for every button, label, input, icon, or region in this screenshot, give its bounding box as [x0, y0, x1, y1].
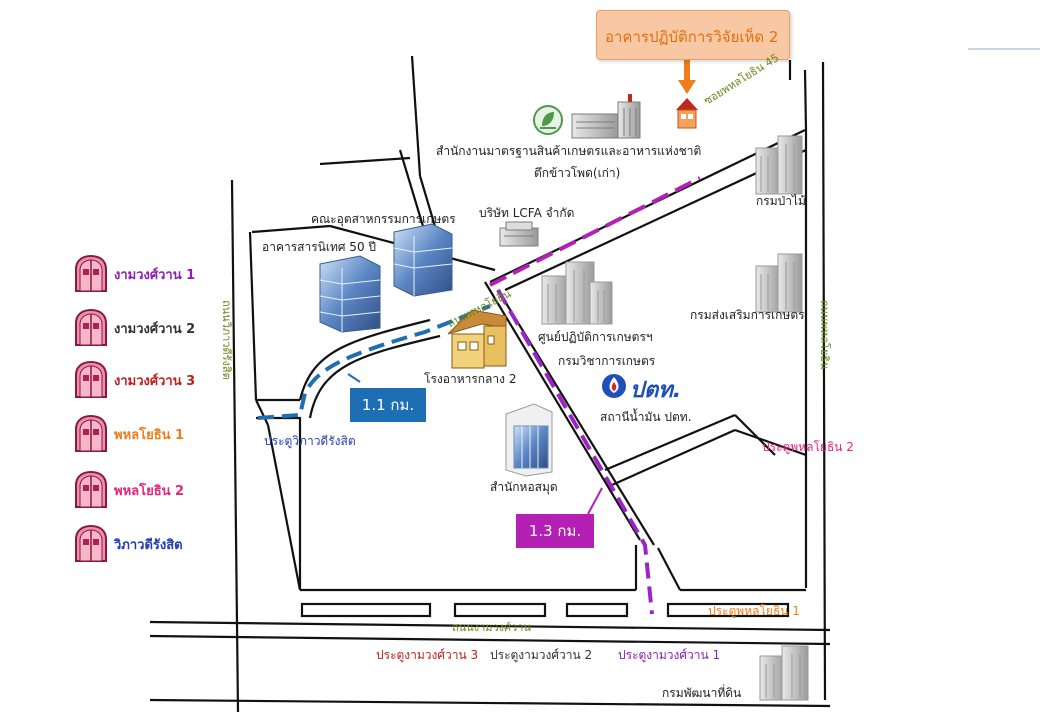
gate-door-icon: [75, 255, 107, 292]
label-sarani: อาคารสารนิเทศ 50 ปี: [262, 240, 377, 254]
sarani-glass-tower-icon: [319, 255, 381, 333]
label-corn: ตึกข้าวโพด(เก่า): [534, 166, 621, 180]
canteen-house-icon: [447, 309, 507, 369]
legend-label: พหลโยธิน 1: [114, 427, 185, 443]
agri-center-building-icon: [541, 261, 613, 325]
gate-ngam1: ประตูงามวงศ์วาน 1: [618, 648, 721, 662]
route-purple-upper: [489, 176, 701, 287]
legend-label: งามวงศ์วาน 1: [114, 267, 196, 283]
forestry-building-icon: [755, 135, 803, 195]
label-land-dev: กรมพัฒนาที่ดิน: [662, 686, 742, 700]
legend-item: พหลโยธิน 1: [74, 414, 184, 454]
legend-item: พหลโยธิน 2: [74, 470, 184, 510]
leader-blue: [347, 373, 361, 383]
gate-door-icon: [75, 309, 107, 346]
agro-industry-glass-tower-icon: [393, 223, 453, 297]
road-ngamwongwan: ถนนงามวงศ์วาน: [452, 621, 531, 634]
gate-phahon2: ประตูพหลโยธิน 2: [762, 440, 854, 454]
label-lcfa: บริษัท LCFA จำกัด: [479, 206, 575, 220]
label-acfs: สำนักงานมาตรฐานสินค้าเกษตรและอาหารแห่งชา…: [436, 144, 702, 158]
route-blue: [257, 304, 491, 420]
label-forestry: กรมป่าไม้: [756, 194, 806, 208]
legend-item: งามวงศ์วาน 3: [74, 360, 195, 400]
gate-door-icon: [75, 361, 107, 398]
road-vibhavadi: ถนนวิภาวดีรังสิต: [220, 300, 233, 380]
legend-item: งามวงศ์วาน 1: [74, 254, 195, 294]
legend-label: วิภาวดีรังสิต: [114, 537, 183, 553]
route-purple-lower: [496, 289, 654, 615]
callout-text: อาคารปฏิบัติการวิจัยเห็ด 2: [605, 28, 779, 46]
ptt-logo-text: ปตท.: [630, 378, 682, 403]
label-agri-academic: กรมวิชาการเกษตร: [558, 354, 656, 368]
gate-door-icon: [75, 415, 107, 452]
gate-ngam2: ประตูงามวงศ์วาน 2: [490, 648, 593, 662]
distance-badge-blue: 1.1 กม.: [350, 388, 426, 422]
label-extension: กรมส่งเสริมการเกษตร: [690, 308, 805, 322]
legend-item: งามวงศ์วาน 2: [74, 308, 195, 348]
land-dev-building-icon: [759, 645, 809, 701]
legend-label: พหลโยธิน 2: [114, 483, 185, 499]
ptt-logo-icon: [602, 374, 626, 398]
arrow-down-icon: [678, 58, 696, 94]
gate-ngam3: ประตูงามวงศ์วาน 3: [376, 648, 479, 662]
distance-badge-purple: 1.3 กม.: [516, 514, 594, 548]
legend-label: งามวงศ์วาน 3: [114, 373, 196, 389]
acfs-building-icon: [571, 94, 641, 139]
label-agro-industry: คณะอุตสาหกรรมการเกษตร: [311, 212, 456, 226]
mushroom-lab-callout: อาคารปฏิบัติการวิจัยเห็ด 2: [596, 10, 790, 60]
gate-door-icon: [75, 525, 107, 562]
legend-label: งามวงศ์วาน 2: [114, 321, 196, 337]
gate-phahon1: ประตูพหลโยธิน 1: [708, 604, 800, 618]
gate-door-icon: [75, 471, 107, 508]
extension-building-icon: [755, 253, 803, 313]
header-divider: [968, 48, 1040, 50]
mushroom-lab-house-icon: [676, 98, 698, 129]
acfs-logo-icon: [533, 105, 563, 135]
label-agri-center: ศูนย์ปฏิบัติการเกษตรฯ: [538, 330, 653, 344]
label-library: สำนักหอสมุด: [490, 480, 558, 494]
leader-purple: [587, 487, 603, 515]
label-canteen: โรงอาหารกลาง 2: [424, 372, 517, 386]
library-building-icon: [505, 403, 553, 477]
label-ptt-station: สถานีน้ำมัน ปตท.: [600, 410, 692, 424]
lcfa-building-icon: [499, 221, 539, 247]
gate-vibhavadi: ประตูวิภาวดีรังสิต: [264, 434, 356, 448]
legend-item: วิภาวดีรังสิต: [74, 524, 183, 564]
road-phahon: ถนนพหลโยธิน: [818, 300, 831, 370]
